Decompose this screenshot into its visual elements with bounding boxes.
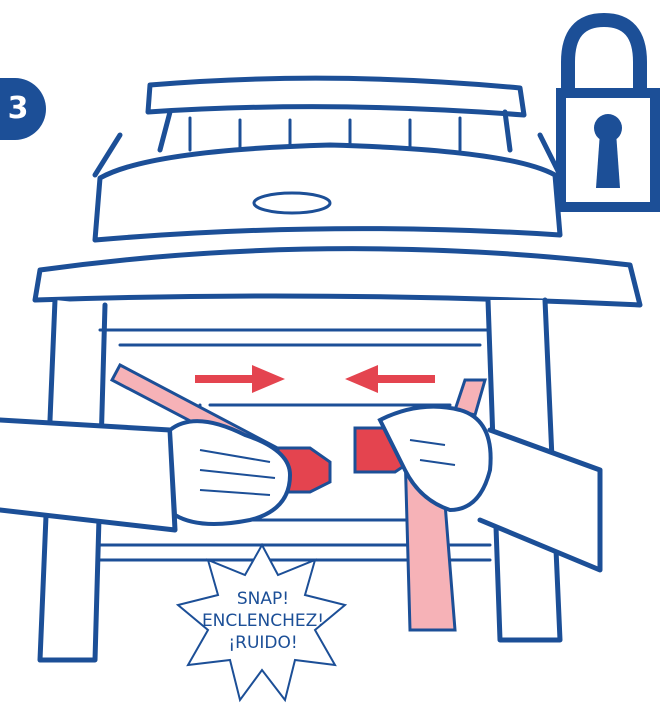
arrow-left-icon <box>345 365 435 393</box>
snap-callout-text: SNAP! ENCLENCHEZ! ¡RUIDO! <box>178 588 348 654</box>
callout-line-3: ¡RUIDO! <box>178 632 348 654</box>
chair-backrest <box>148 78 524 115</box>
seat-tray <box>35 249 640 305</box>
lock-icon <box>556 20 660 212</box>
left-sleeve <box>0 420 175 530</box>
callout-line-2: ENCLENCHEZ! <box>178 610 348 632</box>
arrow-right-icon <box>195 365 285 393</box>
callout-line-1: SNAP! <box>178 588 348 610</box>
seat-cushion <box>95 145 560 240</box>
